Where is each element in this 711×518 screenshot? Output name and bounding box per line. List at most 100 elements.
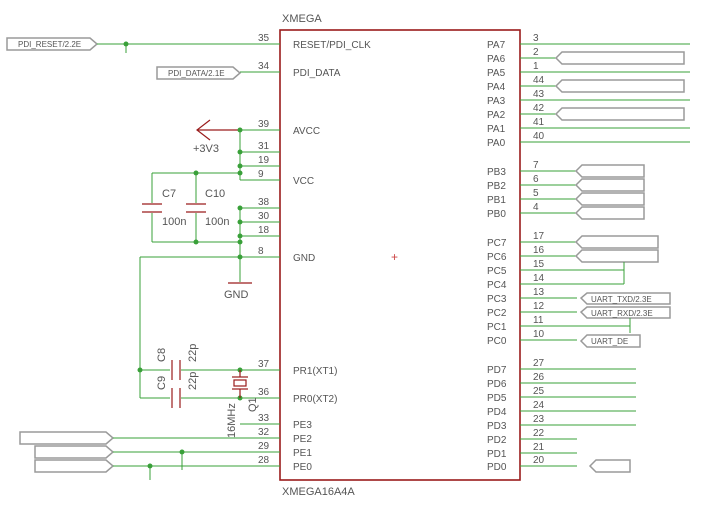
pin-number: 20	[533, 455, 545, 466]
pin-number: 29	[258, 441, 270, 452]
left-pin-30[interactable]: 30	[240, 211, 280, 223]
pin-name: PB0	[487, 209, 506, 220]
pc6-port[interactable]	[574, 249, 659, 263]
pin-name: PA4	[487, 82, 506, 93]
ic-origin-mark: +	[391, 250, 398, 264]
svg-text:100n: 100n	[205, 216, 229, 228]
svg-text:22p: 22p	[187, 344, 199, 362]
pdi-data-flag[interactable]: PDI_DATA/2.1E	[156, 66, 242, 80]
pb1-port[interactable]	[574, 192, 645, 206]
pb2-port[interactable]	[574, 178, 645, 192]
pin-number: 41	[533, 117, 545, 128]
left-pin-18[interactable]: 18	[240, 225, 280, 237]
pin-name: PE0	[293, 462, 312, 473]
pd0-port[interactable]	[588, 459, 631, 473]
left-pin-38[interactable]: 38	[240, 197, 280, 209]
pdi-reset-flag[interactable]: PDI_RESET/2.2E	[6, 37, 99, 51]
pin-number: 35	[258, 33, 270, 44]
capacitor-c9[interactable]: C9 22p	[156, 372, 199, 408]
pa-port-group	[520, 43, 690, 143]
pin-name: PE1	[293, 448, 312, 459]
pin-number: 33	[258, 413, 270, 424]
pa4-port[interactable]	[554, 79, 685, 93]
pe2-port[interactable]	[19, 431, 115, 445]
pin-number: 42	[533, 103, 545, 114]
svg-text:UART_DE: UART_DE	[591, 337, 628, 346]
pin-number: 28	[258, 455, 270, 466]
left-pin-31[interactable]: 31	[240, 141, 280, 153]
pin-number: 18	[258, 225, 270, 236]
pin-number: 5	[533, 188, 539, 199]
pin-number: 32	[258, 427, 270, 438]
pin-name: PC1	[487, 322, 507, 333]
pa6-port[interactable]	[554, 51, 685, 65]
pin-number: 6	[533, 174, 539, 185]
pb0-port[interactable]	[574, 206, 645, 220]
pin-name: PR0(XT2)	[293, 394, 337, 405]
crystal-q1[interactable]: Q1 16MHz	[226, 370, 259, 438]
svg-text:C7: C7	[162, 188, 176, 200]
pe0-port[interactable]	[34, 459, 115, 473]
pin-number: 16	[533, 245, 545, 256]
capacitor-c10[interactable]: C10 100n	[186, 188, 229, 228]
pin-name: PD7	[487, 365, 507, 376]
pin-number: 23	[533, 414, 545, 425]
pin-number: 43	[533, 89, 545, 100]
capacitor-c7[interactable]: C7 100n	[142, 188, 186, 228]
left-pin-19[interactable]: 19	[240, 155, 280, 167]
svg-text:16MHz: 16MHz	[226, 403, 238, 438]
pa2-port[interactable]	[554, 107, 685, 121]
svg-text:GND: GND	[224, 289, 249, 301]
pb3-port[interactable]	[574, 164, 645, 178]
uart-txd-flag[interactable]: UART_TXD/2.3E	[579, 292, 671, 305]
pin-name: PC4	[487, 280, 507, 291]
pe1-port[interactable]	[34, 445, 115, 459]
pin-number: 27	[533, 358, 545, 369]
pin-name: PB2	[487, 181, 506, 192]
uart-de-flag[interactable]: UART_DE	[579, 334, 641, 348]
gnd-symbol: GND	[224, 282, 252, 301]
ic-body[interactable]	[279, 29, 521, 481]
svg-text:UART_TXD/2.3E: UART_TXD/2.3E	[591, 295, 652, 304]
uart-rxd-flag[interactable]: UART_RXD/2.3E	[579, 306, 671, 319]
pin-name: PE3	[293, 420, 312, 431]
pin-name: PA6	[487, 54, 506, 65]
pin-name: PD1	[487, 449, 507, 460]
pc7-port[interactable]	[574, 235, 659, 249]
capacitor-c8[interactable]: C8 22p	[156, 344, 199, 380]
